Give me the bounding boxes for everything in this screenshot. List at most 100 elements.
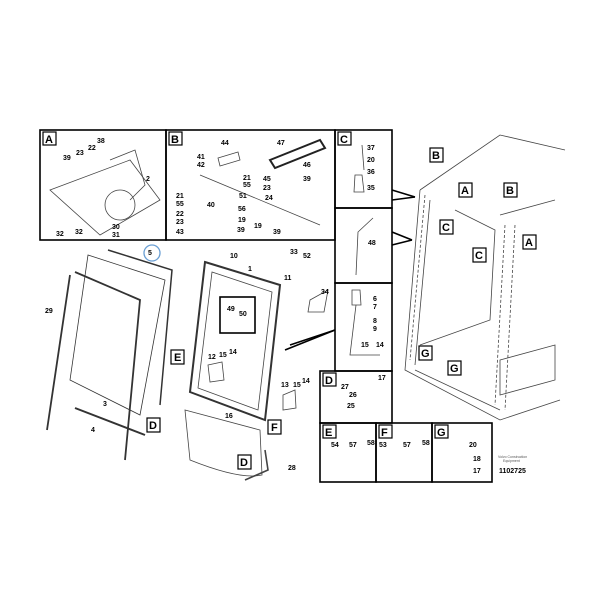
part-number-label: 39 [63,155,71,162]
part-number-label: 39 [303,176,311,183]
part-number-label: 23 [263,185,271,192]
part-number-label: 34 [321,289,329,296]
box-a-letter: A [45,134,53,146]
line-art [46,134,566,481]
part-number-label: 52 [303,253,311,260]
part-number-label: 19 [238,217,246,224]
frame-boxes [39,129,493,483]
part-number-label: 23 [76,150,84,157]
part-number-label: 5 [148,250,152,257]
part-number-label: 15 [219,352,227,359]
cab-ref-a: A [525,237,533,249]
part-number-label: 2 [146,176,150,183]
cab-ref-b: B [506,185,514,197]
part-number-label: 20 [469,442,477,449]
part-number-label: 47 [277,140,285,147]
part-number-label: 43 [176,229,184,236]
part-number-label: 6 [373,296,377,303]
cab-ref-b: B [432,150,440,162]
cab-ref-c: C [475,250,483,262]
box-g-letter: G [437,427,446,439]
part-number-label: 11 [284,275,292,282]
part-number-label: 21 [243,175,251,182]
part-number-label: 39 [237,227,245,234]
part-number-label: 17 [378,375,386,382]
part-number-label: 55 [243,182,251,189]
part-number-label: 14 [302,378,310,385]
part-number-label: 57 [403,442,411,449]
ref-d: D [240,457,248,469]
part-number-label: 12 [208,354,216,361]
part-number-label: 17 [473,468,481,475]
part-number-label: 39 [273,229,281,236]
part-number-label: 15 [361,342,369,349]
part-number-label: 36 [367,169,375,176]
part-number-label: 30 [112,224,120,231]
ref-d: D [149,420,157,432]
part-number-label: 14 [229,349,237,356]
part-number-label: 40 [207,202,215,209]
part-number-label: 16 [225,413,233,420]
part-number-label: 9 [373,326,377,333]
part-number-label: 28 [288,465,296,472]
cab-ref-g: G [421,348,430,360]
part-number-label: 3 [103,401,107,408]
box-f-letter: F [381,427,388,439]
part-number-label: 50 [239,311,247,318]
part-number-label: 48 [368,240,376,247]
part-number-label: 41 [197,154,205,161]
part-number-label: 32 [75,229,83,236]
part-number-label: 15 [293,382,301,389]
cab-ref-c: C [442,222,450,234]
part-number-label: 26 [349,392,357,399]
part-number-label: 18 [473,456,481,463]
part-number-label: 45 [263,176,271,183]
part-number-label: 23 [176,219,184,226]
part-number-label: 55 [176,201,184,208]
part-number-label: 22 [88,145,96,152]
part-number-label: 14 [376,342,384,349]
part-number-label: 53 [379,442,387,449]
part-number-label: 24 [265,195,273,202]
box-c-letter: C [340,134,348,146]
part-number-label: 25 [347,403,355,410]
part-number-label: 4 [91,427,95,434]
part-number-label: 49 [227,306,235,313]
part-number-label: 21 [176,193,184,200]
part-number-label: 58 [367,440,375,447]
part-number-label: 13 [281,382,289,389]
part-number-label: 32 [56,231,64,238]
cab-ref-a: A [461,185,469,197]
box-e-letter: E [325,427,332,439]
part-number-label: 54 [331,442,339,449]
part-number-label: 27 [341,384,349,391]
part-number-label: 35 [367,185,375,192]
part-number-label: 31 [112,232,120,239]
part-number-label: 10 [230,253,238,260]
part-number-label: 51 [239,193,247,200]
part-number-label: 8 [373,318,377,325]
part-number-label: 57 [349,442,357,449]
part-number-label: 20 [367,157,375,164]
watermark-line1: Volvo Construction [498,455,527,459]
part-number-label: 42 [197,162,205,169]
part-number-label: 58 [422,440,430,447]
part-number-label: 1 [248,266,252,273]
part-number-label: 44 [221,140,229,147]
highlight-circle [143,244,161,262]
part-number-label: 37 [367,145,375,152]
watermark-line2: Equipment [503,459,520,463]
part-number-label: 7 [373,304,377,311]
ref-e: E [174,352,181,364]
box-d-letter: D [325,375,333,387]
box-b-letter: B [171,134,179,146]
cab-ref-g: G [450,363,459,375]
ref-f: F [271,422,278,434]
part-number-label: 29 [45,308,53,315]
part-number-label: 19 [254,223,262,230]
letter-tags: A B C D E F G E D F D B A C B A C G G [42,131,537,470]
drawing-id: 1102725 [499,468,526,475]
